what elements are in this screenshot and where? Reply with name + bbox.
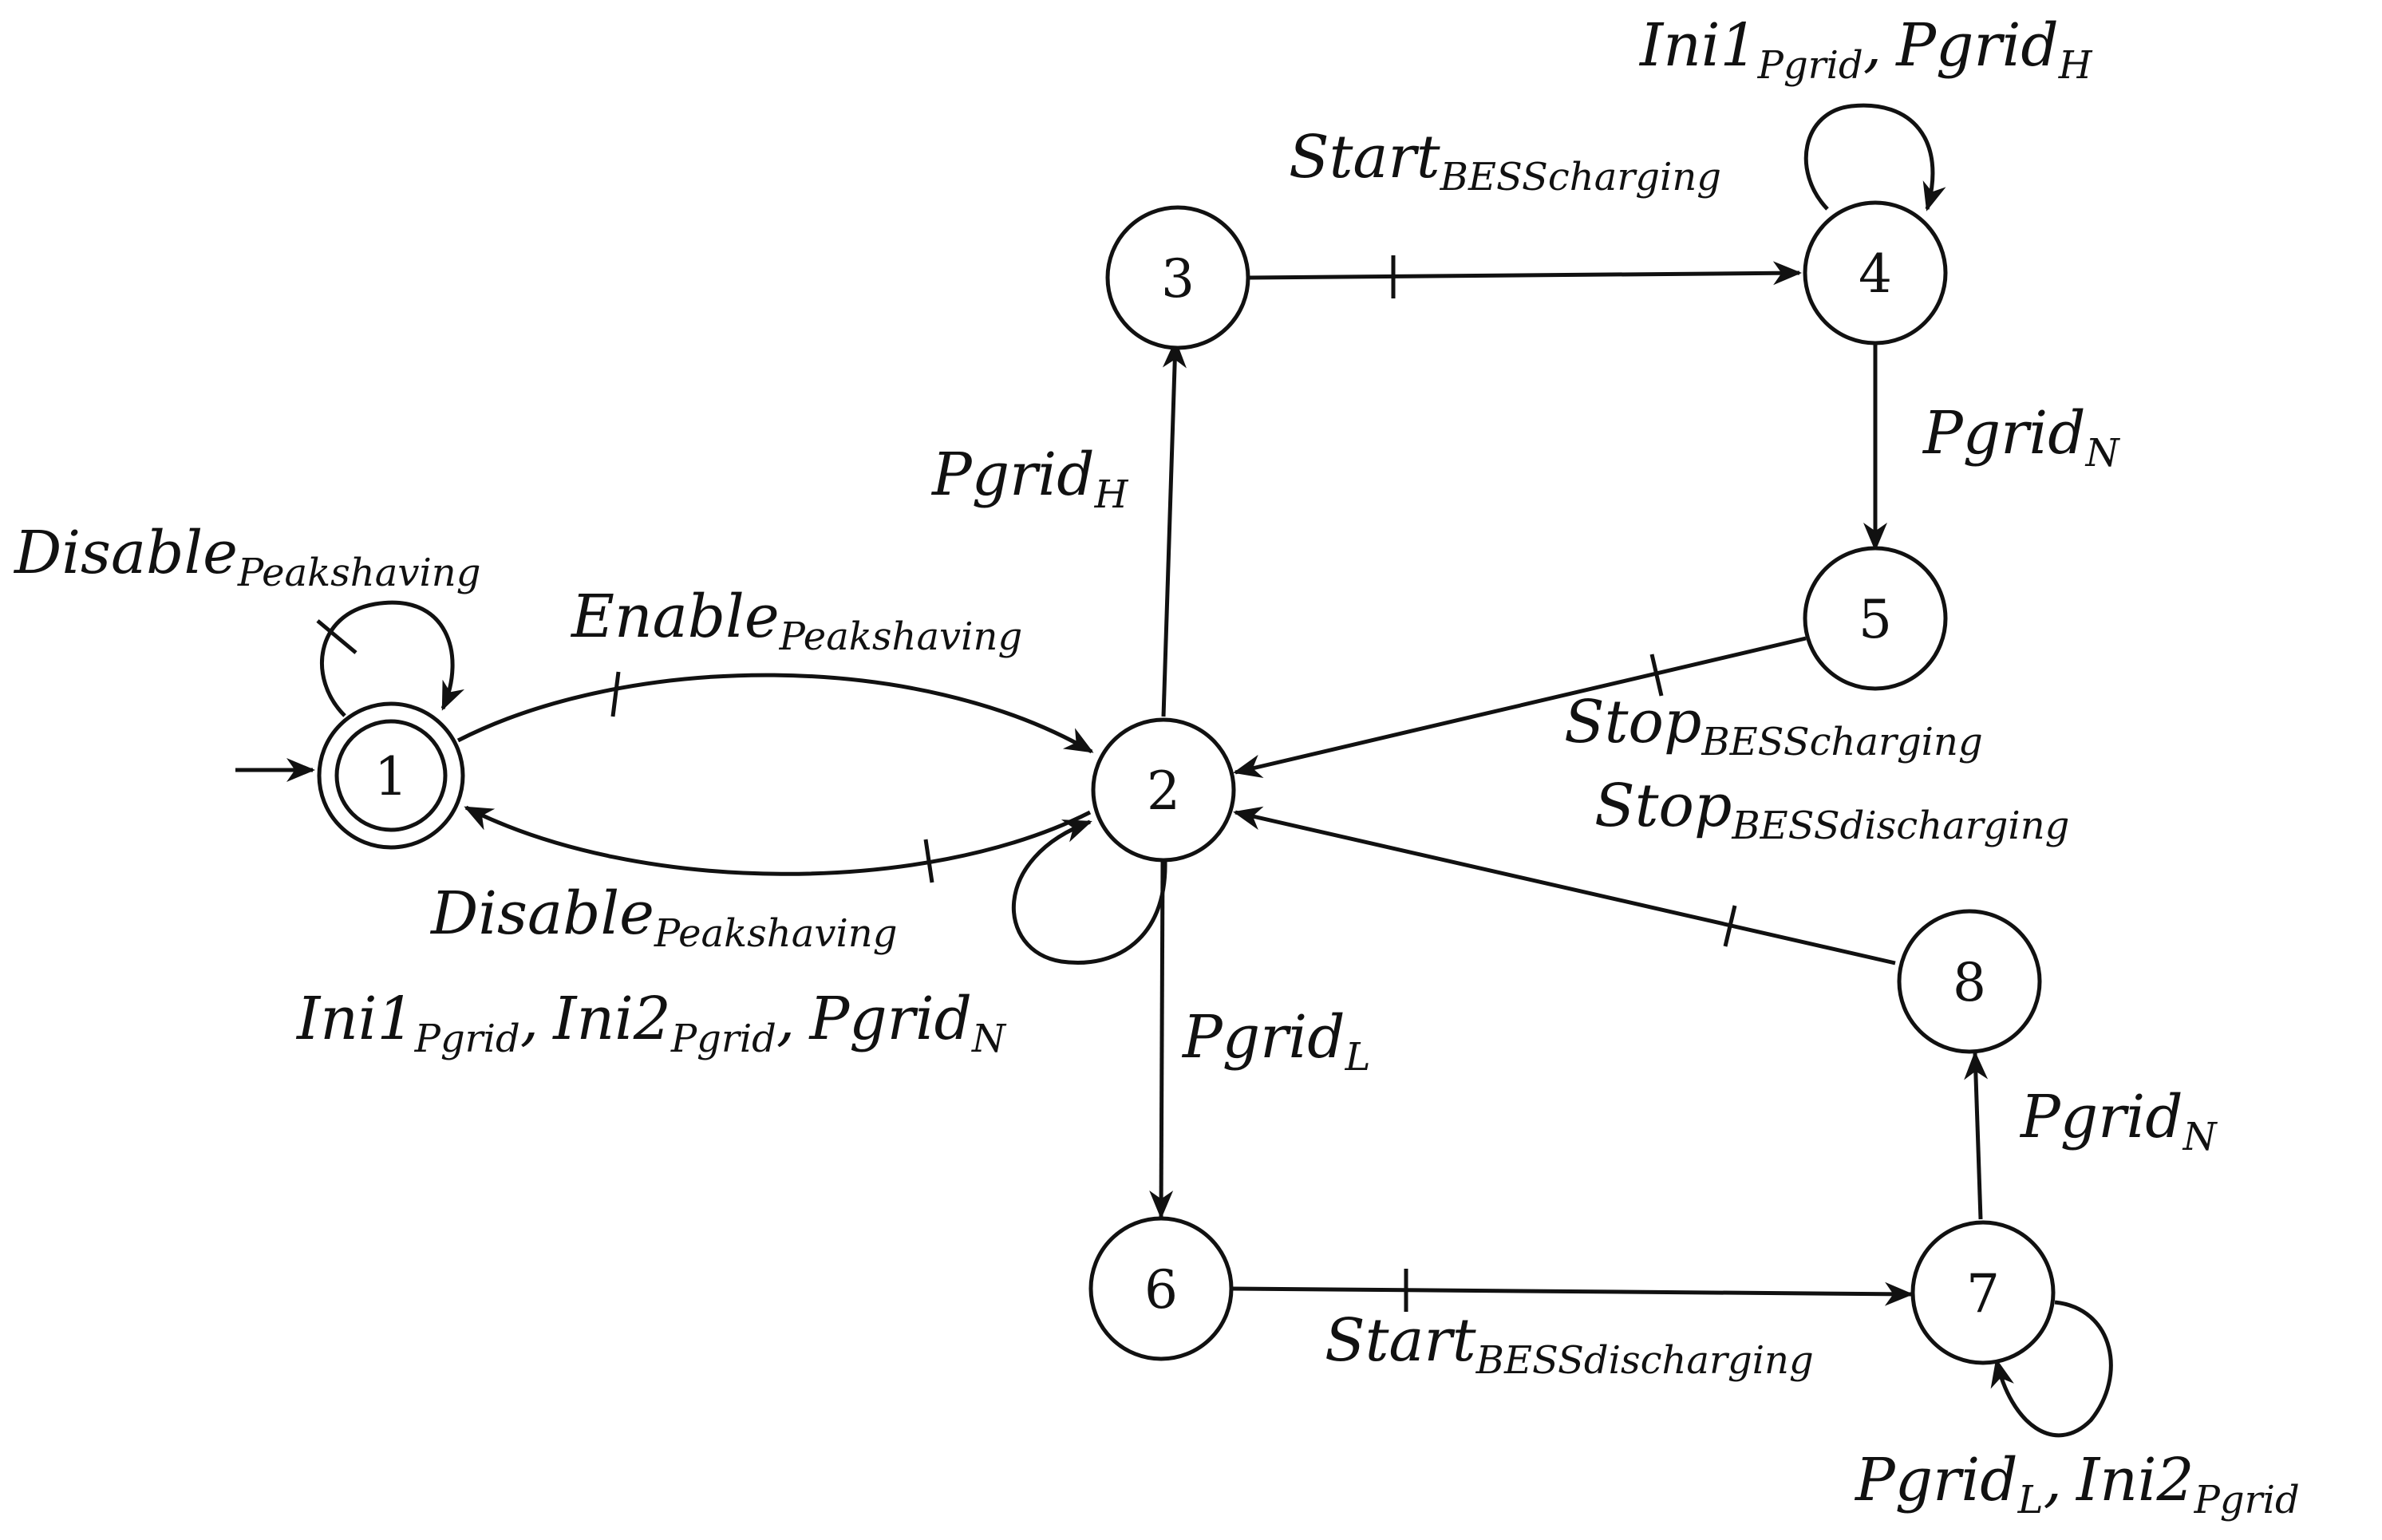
state-5-label: 5: [1859, 589, 1892, 650]
edge-8-2: [1233, 806, 1896, 965]
label-edge-4-5: PgridN: [1922, 399, 2121, 476]
state-1: 1: [317, 701, 465, 850]
edge-1-2: [456, 673, 1094, 754]
state-3-label: 3: [1161, 248, 1195, 310]
state-7-label: 7: [1966, 1263, 2000, 1325]
state-8: 8: [1897, 909, 2042, 1054]
edge-3-4: [1249, 261, 1802, 286]
state-8-label: 8: [1953, 952, 1986, 1013]
label-edge-8-2: StopBESSdischarging: [1594, 772, 2069, 848]
state-4-label: 4: [1859, 243, 1892, 305]
state-7: 7: [1910, 1220, 2056, 1365]
label-loop-2: Ini1Pgrid,Ini2Pgrid,PgridN: [295, 985, 1007, 1061]
edge-2-3: [1161, 339, 1187, 717]
controllable-tick: [923, 839, 934, 883]
label-loop-4: Ini1Pgrid,PgridH: [1638, 11, 2093, 88]
state-2-label: 2: [1147, 760, 1180, 822]
label-edge-3-4: StartBESScharging: [1289, 123, 1721, 199]
controllable-tick: [1649, 654, 1664, 697]
edge-2-2: [1011, 819, 1167, 965]
controllable-tick: [1723, 905, 1737, 947]
state-3: 3: [1105, 205, 1250, 350]
edge-6-7: [1232, 1281, 1914, 1306]
controllable-tick: [316, 619, 357, 654]
edge-2-1: [464, 805, 1092, 876]
label-edge-7-8: PgridN: [2019, 1083, 2218, 1159]
state-6: 6: [1088, 1216, 1234, 1361]
state-6-label: 6: [1144, 1259, 1178, 1321]
label-edge-2-3: PgridH: [930, 440, 1129, 517]
edge-7-8: [1964, 1051, 1989, 1220]
controllable-tick: [610, 671, 621, 717]
edge-4-4: [1803, 103, 1946, 211]
state-5: 5: [1803, 546, 1948, 691]
label-loop-7: PgridL,Ini2Pgrid: [1854, 1446, 2300, 1522]
label-edge-5-2: StopBESScharging: [1564, 688, 1983, 764]
label-edge-1-2: EnablePeakshaving: [570, 582, 1022, 659]
edge-5-2: [1233, 636, 1807, 779]
label-loop-1: DisablePeakshaving: [13, 519, 480, 595]
edge-2-6: [1149, 861, 1174, 1219]
edge-1-1: [319, 600, 465, 717]
state-2: 2: [1091, 717, 1236, 863]
state-4: 4: [1803, 200, 1948, 346]
edge-7-7: [1990, 1300, 2113, 1438]
label-edge-2-6: PgridL: [1181, 1003, 1370, 1080]
state-1-label: 1: [374, 746, 408, 808]
label-edge-6-7: StartBESSdischarging: [1325, 1306, 1814, 1383]
label-edge-2-1: DisablePeakshaving: [429, 879, 897, 956]
